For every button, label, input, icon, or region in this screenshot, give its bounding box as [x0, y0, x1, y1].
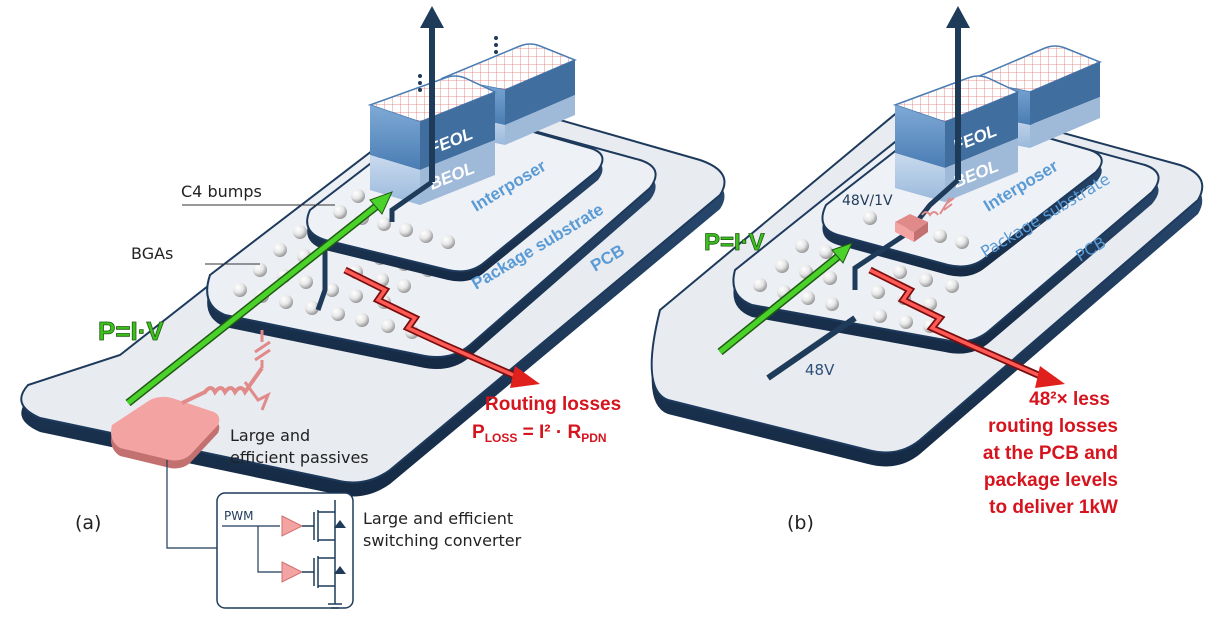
power-eq-b: P=I·V: [704, 229, 765, 256]
losses-line1: 48²× less: [1029, 389, 1110, 410]
converter-box-a: PWM: [166, 460, 354, 609]
losses-line5: to deliver 1kW: [989, 497, 1118, 518]
routing-losses-label: Routing losses: [485, 394, 621, 415]
caption-b: (b): [787, 512, 814, 534]
die-front-a: FEOL BEOL: [367, 75, 497, 205]
passives-label-line1: Large and: [230, 426, 310, 445]
power-path-a: [315, 6, 444, 311]
losses-line2: routing losses: [988, 416, 1118, 437]
bgas-label: BGAs: [131, 244, 173, 263]
red-loss-arrow-a: [343, 266, 540, 388]
converter-label-line1: Large and efficient: [363, 509, 513, 528]
losses-line3: at the PCB and: [983, 443, 1118, 464]
green-power-arrow-b: [717, 242, 853, 356]
converter-label-line2: switching converter: [363, 531, 522, 550]
power-eq-a: P=I·V: [98, 316, 164, 346]
green-power-arrow-a: [125, 191, 393, 407]
red-loss-arrow-b: [868, 266, 1065, 388]
dc-dc-converter-b: [895, 197, 955, 242]
converter-ratio-label: 48V/1V: [842, 193, 893, 209]
caption-a: (a): [75, 512, 101, 534]
panel-a: FEOL BEOL: [20, 6, 726, 609]
passives-a: [111, 330, 271, 469]
passives-label-line2: efficient passives: [230, 448, 369, 467]
ploss-formula: PLOSS = I² · RPDN: [472, 422, 607, 445]
input-voltage-label: 48V: [805, 361, 835, 379]
losses-line4: package levels: [984, 470, 1118, 491]
pwm-label: PWM: [224, 509, 253, 523]
ellipsis-dots-a: [418, 36, 498, 92]
panel-b: FEOL BEOL Interposer Package substr: [650, 6, 1204, 534]
c4-bumps-label: C4 bumps: [181, 182, 262, 201]
